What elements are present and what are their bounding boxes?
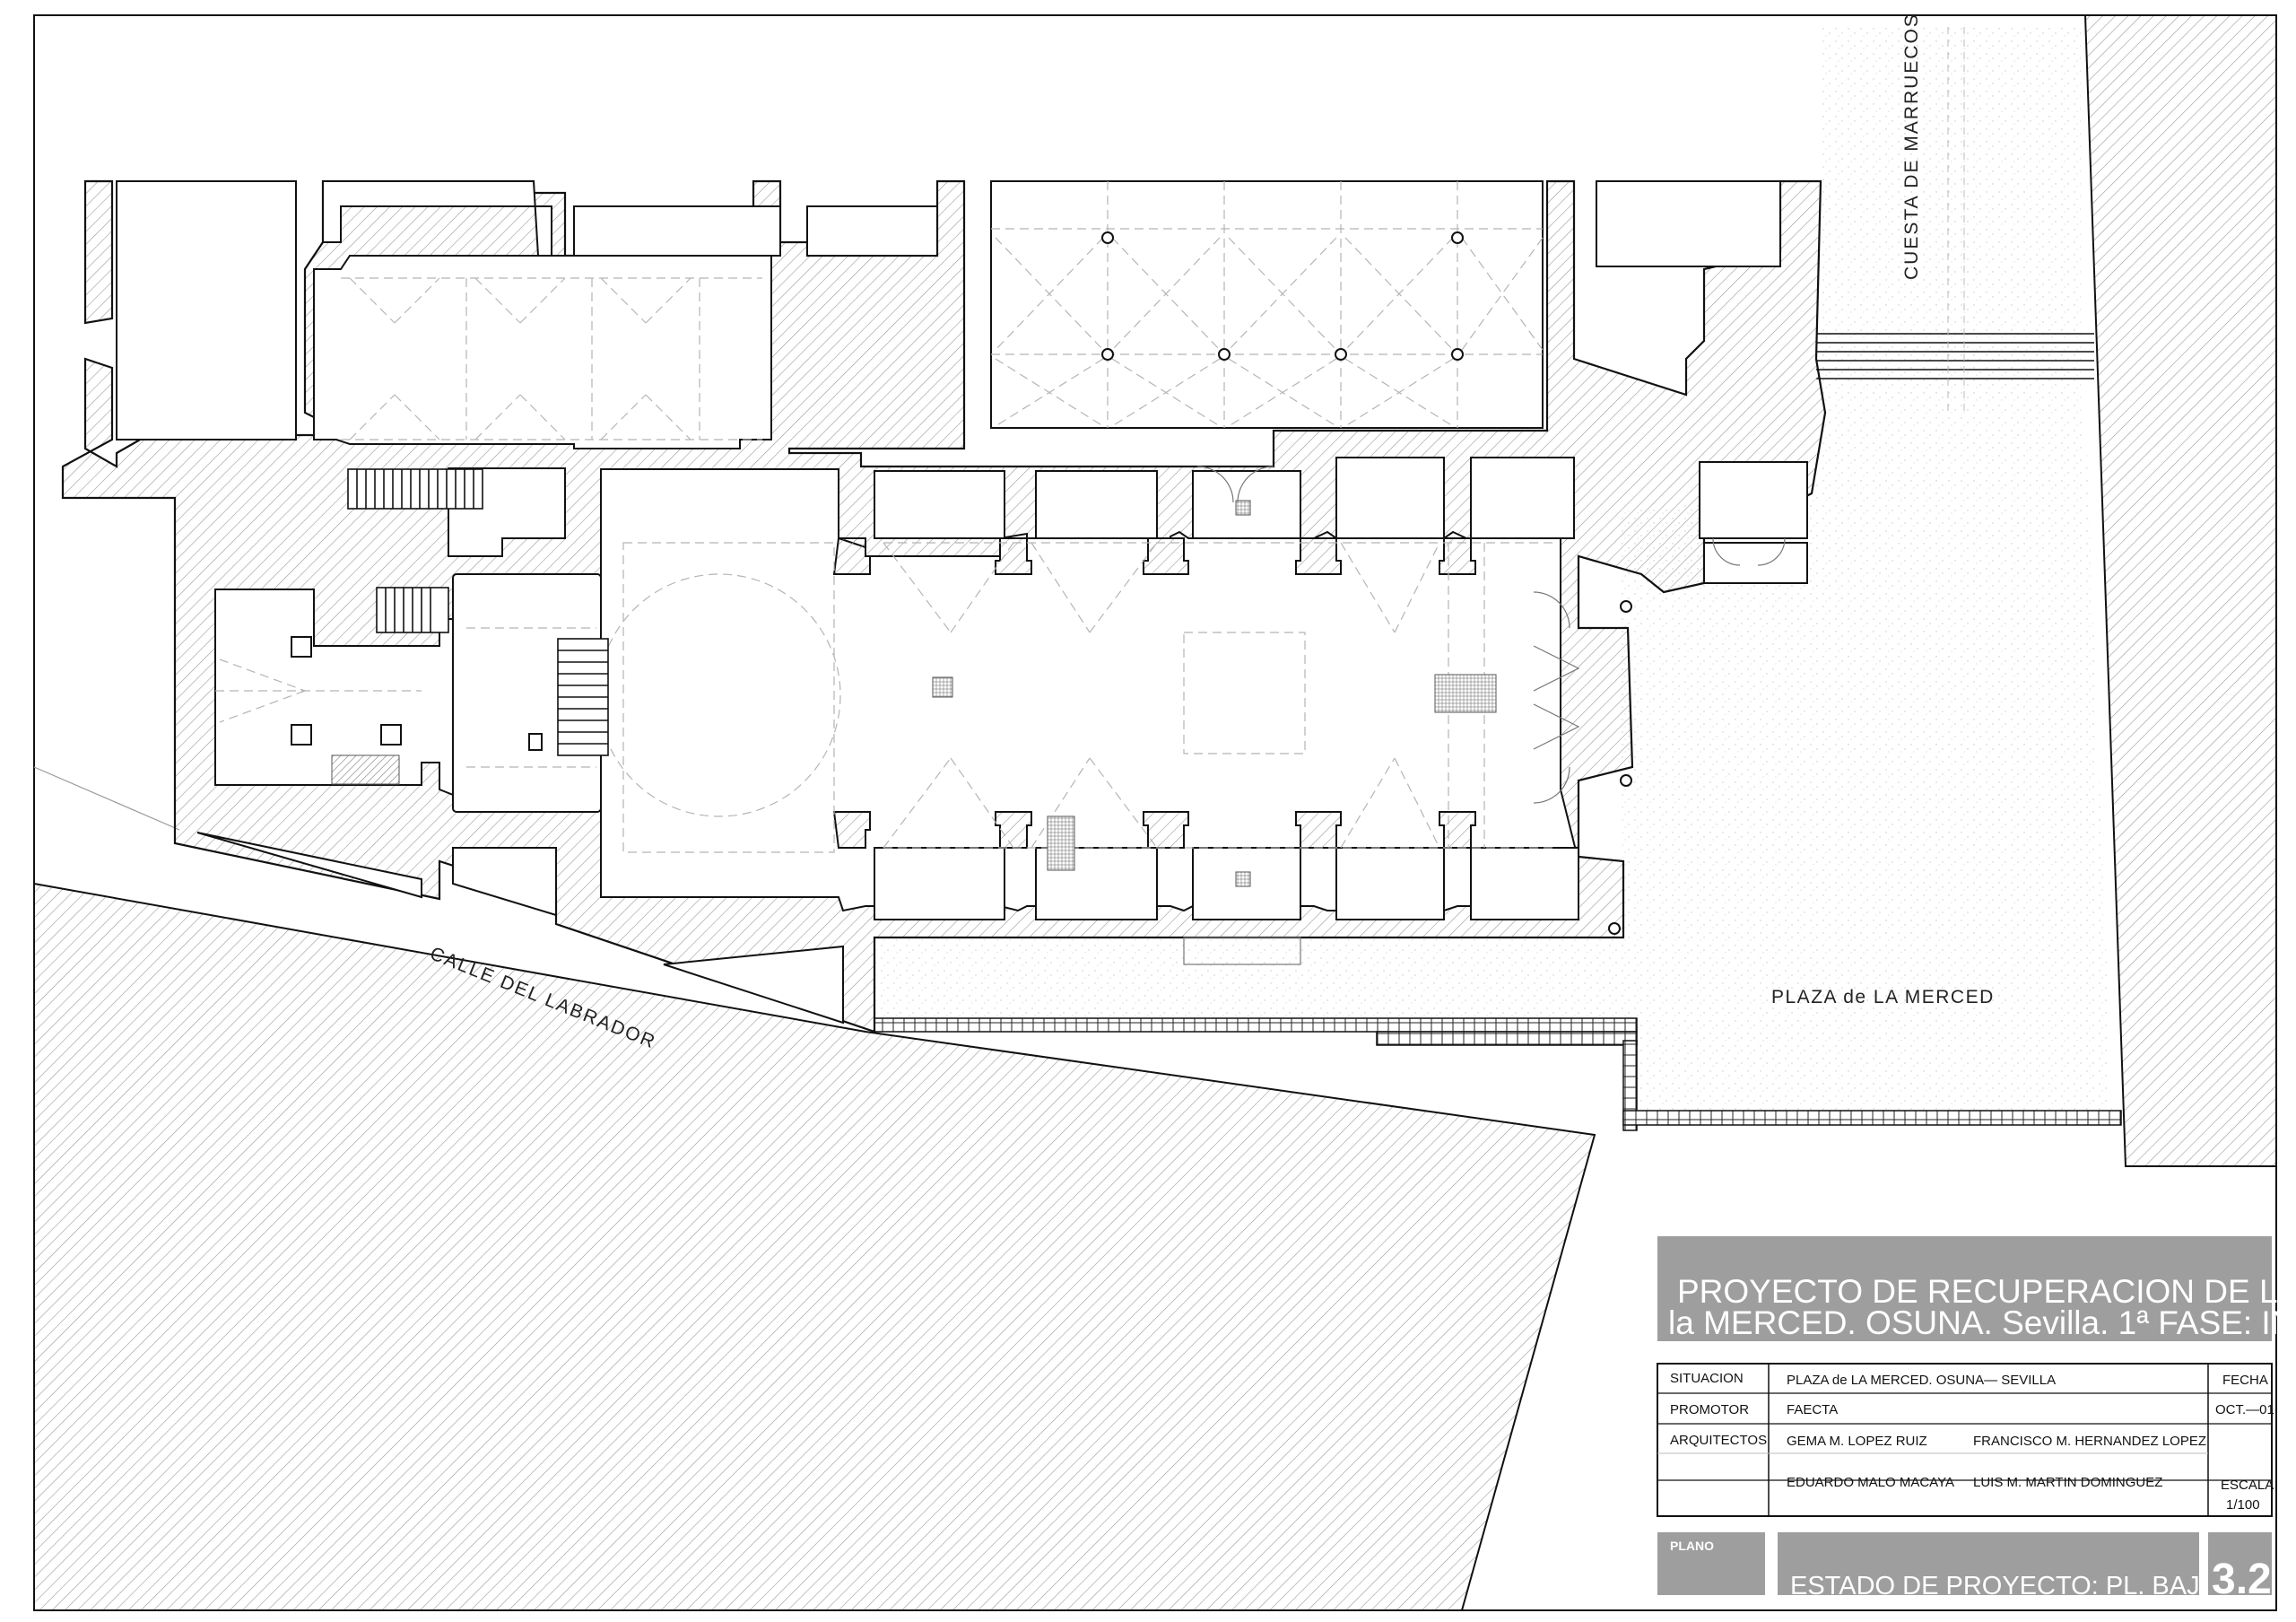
title-line-1: PROYECTO DE RECUPERACION DE LA IGLESIA d… xyxy=(1677,1273,2296,1310)
south-block-hatch xyxy=(33,882,1596,1611)
arquitectos-label: ARQUITECTOS xyxy=(1670,1433,1767,1448)
brick-curb-2 xyxy=(1376,1031,1638,1046)
brick-curb-4 xyxy=(1622,1110,2122,1126)
plano-value: ESTADO DE PROYECTO: PL. BAJA xyxy=(1790,1572,2218,1600)
promotor-value: FAECTA xyxy=(1787,1402,1838,1417)
escala-label: ESCALA xyxy=(2221,1478,2274,1493)
rooms xyxy=(116,180,1808,1025)
title-block: PROYECTO DE RECUPERACION DE LA IGLESIA d… xyxy=(1657,1236,2296,1603)
situacion-label: SITUACION xyxy=(1670,1371,1744,1386)
title-banner xyxy=(1657,1236,2272,1341)
escala-value: 1/100 xyxy=(2226,1497,2260,1513)
street-north-label: CUESTA DE MARRUECOS xyxy=(1901,13,1922,280)
cuesta-steps xyxy=(1816,333,2094,379)
plaza-label: PLAZA de LA MERCED xyxy=(1771,987,1995,1007)
entrance-doors xyxy=(1183,466,1786,965)
architect-4: LUIS M. MARTIN DOMINGUEZ xyxy=(1973,1475,2162,1490)
title-line-2: la MERCED. OSUNA. Sevilla. 1ª FASE: INTE… xyxy=(1668,1304,2296,1341)
promotor-label: PROMOTOR xyxy=(1670,1402,1749,1417)
architect-1: GEMA M. LOPEZ RUIZ xyxy=(1787,1434,1927,1449)
cuesta-axis xyxy=(1947,27,1965,413)
architect-3: EDUARDO MALO MACAYA xyxy=(1787,1475,1954,1490)
fecha-value: OCT.—01 xyxy=(2215,1402,2274,1417)
west-piers xyxy=(291,636,543,751)
stairs xyxy=(347,468,609,756)
courtyard-columns xyxy=(1101,231,1464,361)
plano-value-box xyxy=(1778,1532,2199,1595)
cuesta-paving xyxy=(1821,27,2081,413)
cadastral-line xyxy=(33,766,180,831)
vault-projections xyxy=(215,181,1556,853)
fecha-label: FECHA xyxy=(2222,1373,2268,1388)
brick-curb-1 xyxy=(874,1017,1638,1033)
plano-number: 3.2 xyxy=(2212,1556,2272,1603)
brick-curb-3 xyxy=(1622,1040,1638,1131)
situacion-value: PLAZA de LA MERCED. OSUNA— SEVILLA xyxy=(1787,1373,2056,1388)
entrance-bollards xyxy=(1608,600,1632,935)
info-table xyxy=(1657,1363,2273,1517)
grille-features xyxy=(331,500,1497,887)
plano-number-box xyxy=(2208,1532,2272,1595)
architect-2: FRANCISCO M. HERNANDEZ LOPEZ xyxy=(1973,1434,2206,1449)
east-block-hatch xyxy=(2083,14,2277,1167)
plano-label-box xyxy=(1657,1532,1765,1595)
plano-label: PLANO xyxy=(1670,1539,1714,1553)
